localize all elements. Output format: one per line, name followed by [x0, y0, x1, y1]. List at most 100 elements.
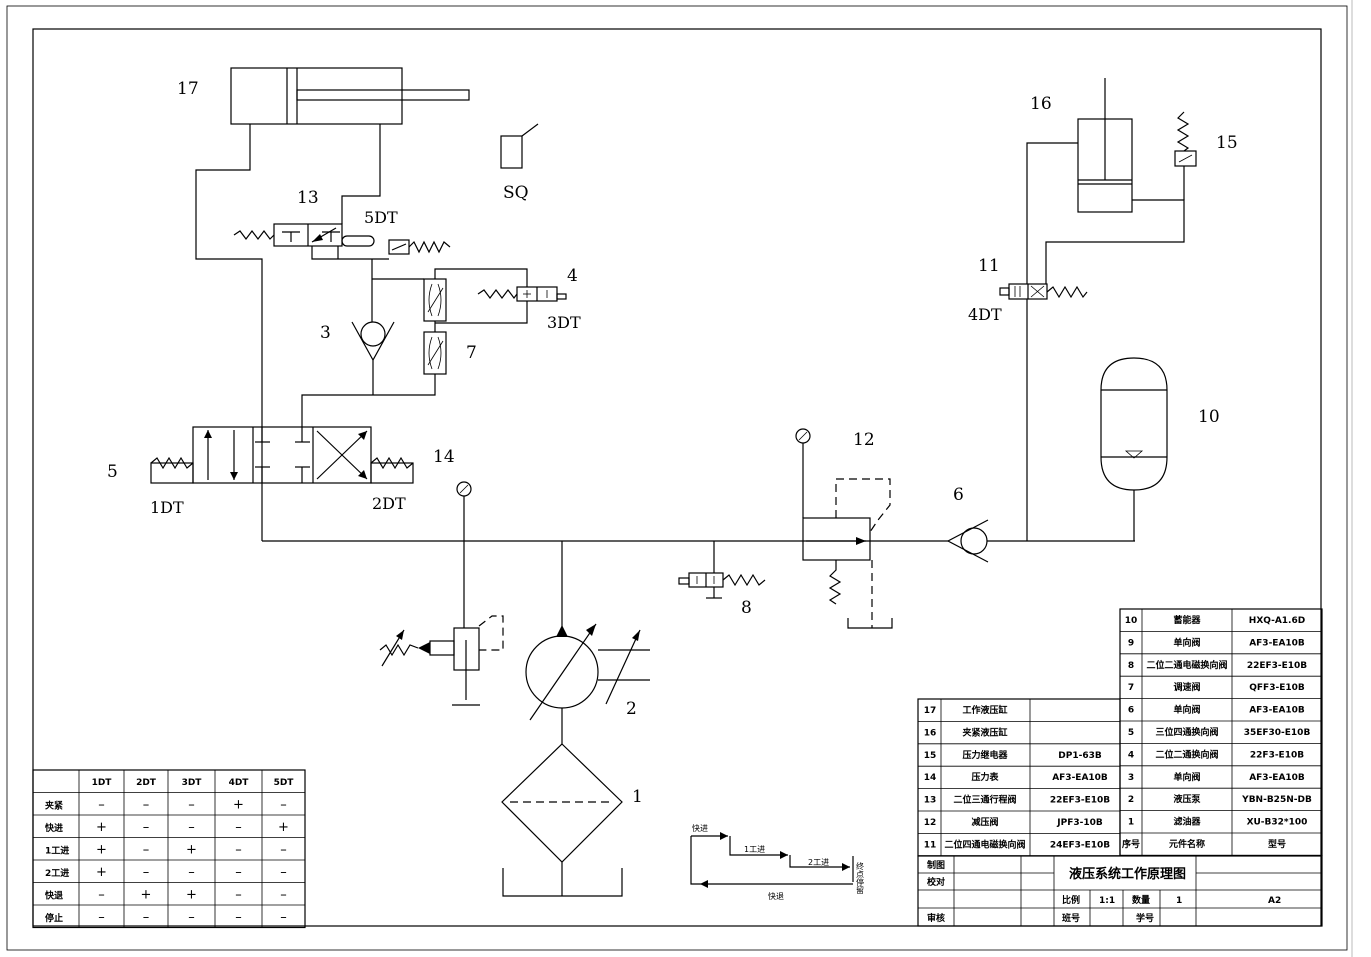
label-1dt: 1DT — [150, 498, 184, 517]
part-name: 调速阀 — [1173, 681, 1200, 693]
part-no: 11 — [924, 840, 937, 850]
working-cylinder-17 — [230, 67, 470, 125]
part-name: 压力表 — [971, 771, 999, 783]
part-name: 压力继电器 — [962, 749, 1008, 761]
table-state-cell: – — [280, 798, 287, 813]
label-17: 17 — [177, 79, 199, 99]
part-name: 单向阀 — [1173, 636, 1200, 648]
label-13: 13 — [297, 188, 319, 208]
part-name: 三位四通换向阀 — [1155, 726, 1218, 738]
check-valve-3 — [351, 321, 395, 395]
table-frame — [32, 769, 306, 929]
part-name: 减压阀 — [971, 816, 998, 828]
part-model: 24EF3-E10B — [1050, 840, 1110, 850]
label-10: 10 — [1198, 407, 1220, 427]
accumulator-10 — [1100, 357, 1168, 541]
table-state-cell: – — [188, 910, 195, 925]
pipe-valve4-return — [435, 301, 528, 324]
part-no: 17 — [924, 706, 937, 716]
title-block — [917, 855, 1323, 927]
reducing-valve-12 — [795, 428, 893, 629]
table-action-label: 快退 — [45, 890, 63, 902]
part-no: 9 — [1128, 638, 1134, 648]
part-no: 1 — [1128, 818, 1134, 828]
part-name: 二位二通电磁换向阀 — [1146, 659, 1227, 671]
table-action-label: 快进 — [45, 822, 63, 834]
table-state-cell: – — [98, 888, 105, 903]
part-model: XU-B32*100 — [1247, 818, 1308, 828]
pipe-16-bottom — [1045, 199, 1185, 284]
table-state-cell: + — [278, 820, 289, 835]
check-valve-6 — [946, 519, 1135, 563]
table-state-cell: – — [98, 910, 105, 925]
value-scale: 1:1 — [1099, 896, 1115, 906]
part-name: 单向阀 — [1173, 704, 1200, 716]
clamp-cylinder-16 — [1077, 78, 1133, 213]
part-model: 22EF3-E10B — [1247, 661, 1307, 671]
cycle-work2: 2工进 — [808, 858, 829, 867]
table-state-cell: – — [280, 843, 287, 858]
table-header: 2DT — [136, 778, 157, 788]
part-name: 蓄能器 — [1173, 614, 1201, 626]
part-no: 16 — [924, 728, 937, 738]
label-12: 12 — [853, 430, 875, 450]
table-state-cell: + — [141, 888, 152, 903]
part-no: 15 — [924, 751, 937, 761]
part-model: AF3-EA10B — [1052, 773, 1108, 783]
travel-valve-13 — [233, 223, 375, 247]
pressure-switch-5dt — [388, 239, 451, 255]
table-state-cell: – — [143, 843, 150, 858]
label-15: 15 — [1216, 133, 1238, 153]
part-no: 2 — [1128, 795, 1134, 805]
part-model: JPF3-10B — [1056, 818, 1103, 828]
part-model: 35EF30-E10B — [1244, 728, 1311, 738]
pipe-16-top — [1026, 142, 1078, 284]
table-state-cell: – — [143, 910, 150, 925]
table-state-cell: – — [188, 798, 195, 813]
part-no: 4 — [1128, 750, 1134, 760]
pipe-17-left — [195, 124, 263, 541]
part-name: 二位四通电磁换向阀 — [944, 838, 1025, 850]
part-model: DP1-63B — [1058, 751, 1102, 761]
table-state-cell: – — [235, 865, 242, 880]
table-state-cell: – — [188, 865, 195, 880]
travel-switch-sq — [500, 123, 539, 169]
part-no: 12 — [924, 818, 937, 828]
cycle-stop: 终点停留 — [856, 861, 865, 895]
part-model: AF3-EA10B — [1249, 706, 1305, 716]
table-state-cell: + — [186, 843, 197, 858]
table-header: 1DT — [92, 778, 113, 788]
label-3: 3 — [320, 323, 331, 343]
table-action-label: 2工进 — [45, 867, 69, 879]
label-checked: 校对 — [927, 876, 945, 888]
label-drafted: 制图 — [927, 859, 945, 871]
flow-valve-upper — [423, 278, 447, 322]
part-no: 5 — [1128, 728, 1134, 738]
label-sq: SQ — [503, 183, 529, 203]
table-state-cell: – — [235, 888, 242, 903]
label-4: 4 — [567, 266, 578, 286]
table-action-label: 夹紧 — [45, 800, 63, 812]
label-8: 8 — [741, 598, 752, 618]
part-model: AF3-EA10B — [1249, 773, 1305, 783]
table-state-cell: – — [280, 865, 287, 880]
part-model: AF3-EA10B — [1249, 638, 1305, 648]
table-action-label: 1工进 — [45, 845, 69, 857]
table-header: 4DT — [229, 778, 250, 788]
part-name: 工作液压缸 — [962, 704, 1007, 716]
directional-valve-5 — [150, 426, 414, 484]
table-state-cell: – — [235, 910, 242, 925]
part-model: 22F3-E10B — [1250, 750, 1304, 760]
label-scale: 比例 — [1062, 894, 1080, 906]
pressure-relay-15 — [1174, 111, 1197, 200]
pipe-17-right — [341, 124, 381, 224]
cycle-fast-forward: 快进 — [692, 823, 708, 833]
part-name: 二位三通行程阀 — [953, 794, 1016, 806]
table-state-cell: – — [188, 820, 195, 835]
part-no: 8 — [1128, 661, 1134, 671]
pressure-gauge-14 — [456, 481, 472, 628]
value-sheet-size: A2 — [1268, 896, 1281, 906]
table-state-cell: – — [98, 798, 105, 813]
label-16: 16 — [1030, 94, 1052, 114]
